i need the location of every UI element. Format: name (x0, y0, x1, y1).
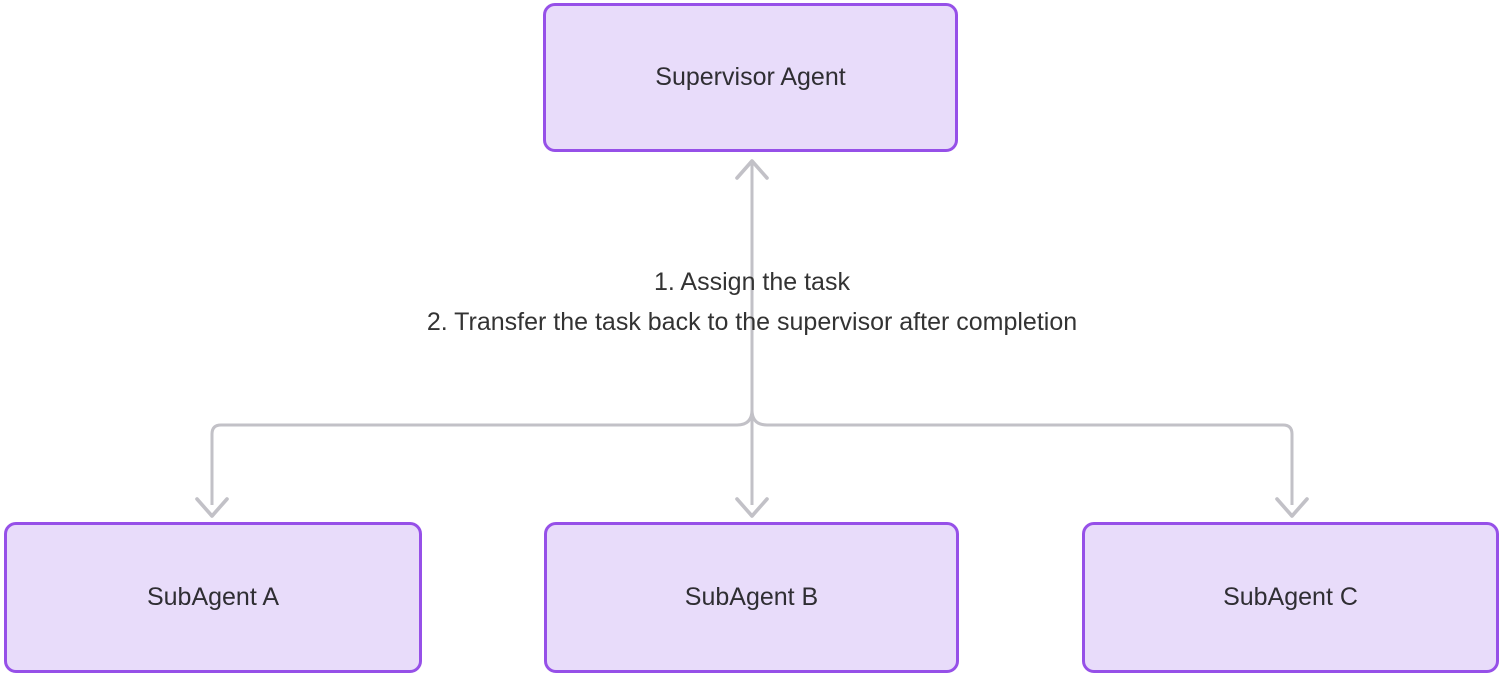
node-subagent-c: SubAgent C (1082, 522, 1499, 673)
arrowhead-down-c-icon (1275, 497, 1309, 518)
edge-branch-left (210, 409, 754, 505)
node-subagent-a: SubAgent A (4, 522, 422, 673)
node-supervisor-agent-label: Supervisor Agent (655, 63, 846, 91)
node-subagent-b: SubAgent B (544, 522, 959, 673)
arrowhead-down-a-icon (195, 497, 229, 518)
edge-label-line2: 2. Transfer the task back to the supervi… (426, 308, 1078, 336)
edge-label-line1: 1. Assign the task (654, 268, 850, 296)
edge-label: 1. Assign the task 2. Transfer the task … (0, 262, 1504, 342)
arrowhead-up-icon (735, 159, 769, 180)
edge-branch-right (750, 409, 1294, 505)
node-supervisor-agent: Supervisor Agent (543, 3, 958, 152)
node-subagent-b-label: SubAgent B (684, 583, 819, 611)
node-subagent-a-label: SubAgent A (146, 583, 280, 611)
arrowhead-down-b-icon (735, 497, 769, 518)
node-subagent-c-label: SubAgent C (1223, 583, 1358, 611)
